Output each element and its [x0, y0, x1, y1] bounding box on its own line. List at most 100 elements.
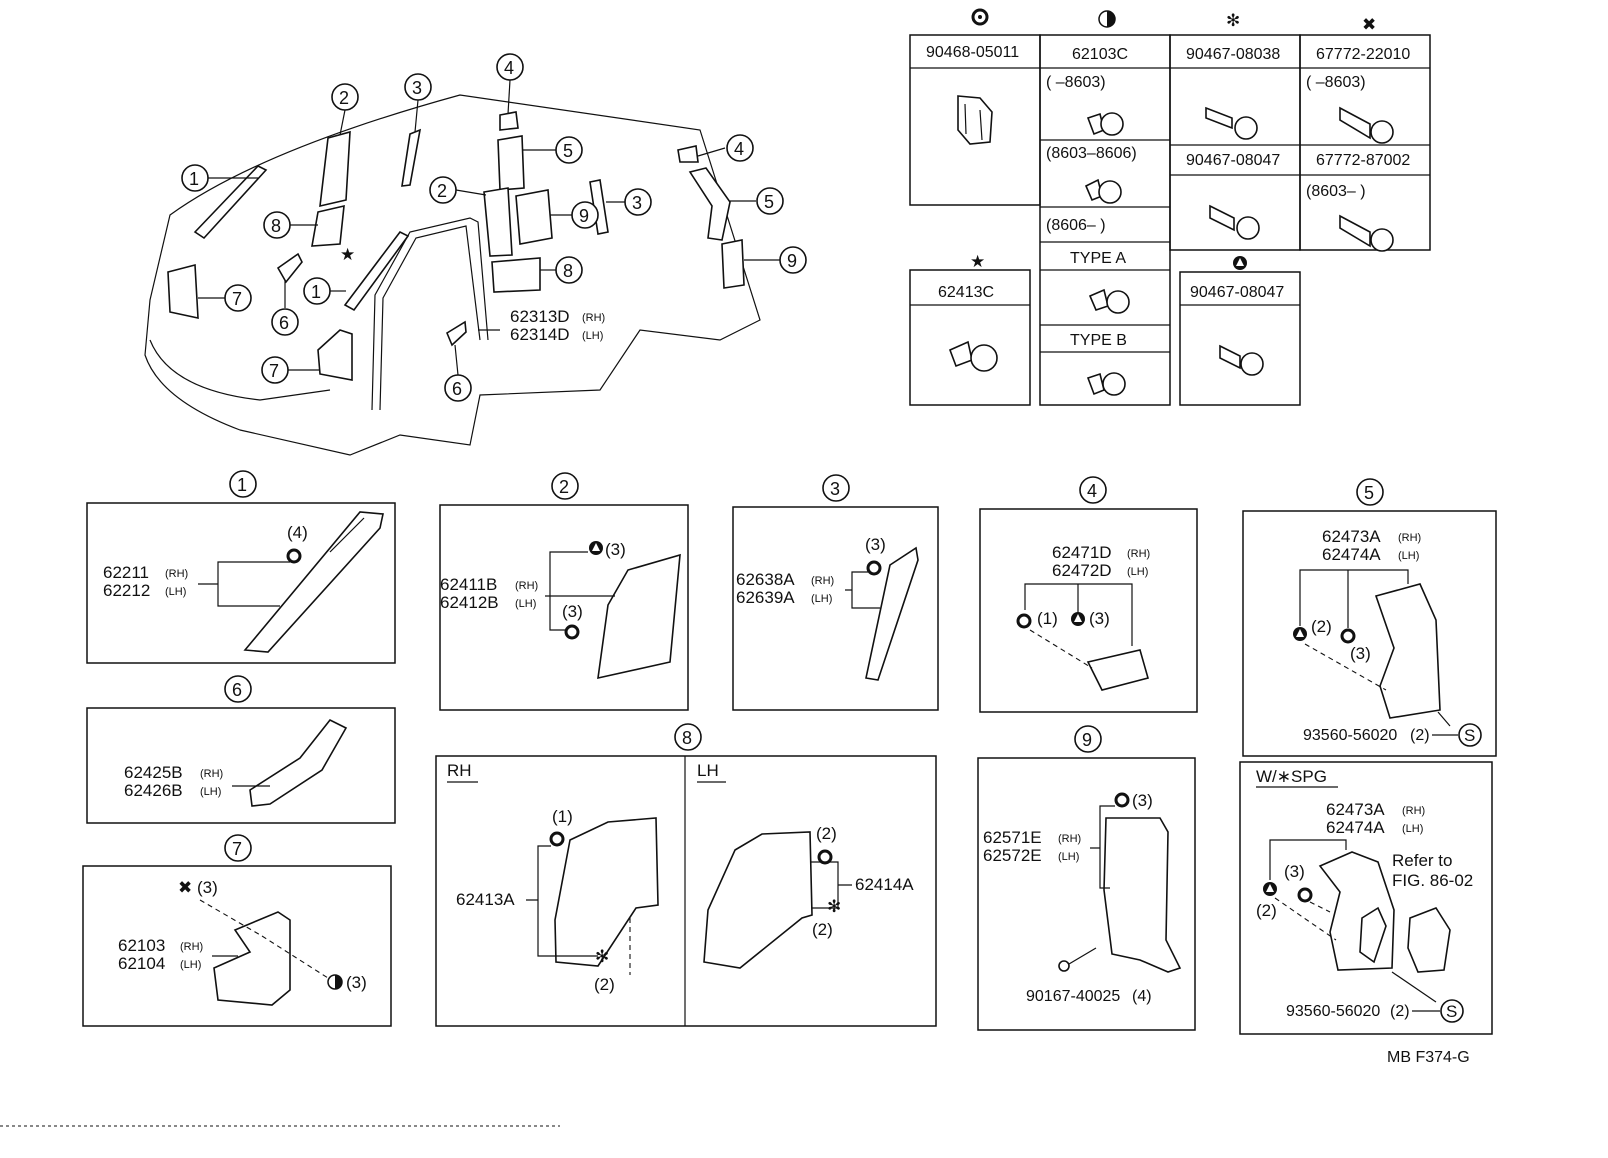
rear-trim-9: [721, 239, 745, 289]
svg-text:(LH): (LH): [515, 598, 536, 610]
clip-col2-drawing-3: [1088, 288, 1130, 314]
svg-text:(4): (4): [287, 523, 308, 542]
callout-3b: 3: [624, 188, 652, 216]
svg-text:S: S: [1464, 726, 1475, 745]
callout-4a: 4: [496, 53, 524, 81]
svg-text:(RH): (RH): [1127, 548, 1150, 560]
svg-text:(3): (3): [562, 602, 583, 621]
clip-col3-drawing-1: [1205, 106, 1258, 140]
svg-text:(LH): (LH): [165, 586, 186, 598]
svg-text:1: 1: [237, 475, 247, 495]
triangle-clip-icon: [1263, 882, 1277, 896]
panel-4: 4 62471D(RH) 62472D(LH) (1) (3): [979, 476, 1198, 713]
svg-text:3: 3: [412, 78, 422, 98]
svg-text:7: 7: [232, 839, 242, 859]
svg-text:93560-56020: 93560-56020: [1286, 1003, 1380, 1020]
triangle-clip-icon: [1293, 627, 1307, 641]
svg-text:4: 4: [1087, 481, 1097, 501]
spg-speaker-grille: [1407, 907, 1451, 973]
clip-col1-part: 90468-05011: [926, 44, 1019, 61]
callout-1b: 1: [303, 277, 331, 305]
quarter-trim-front-upper: [1374, 583, 1441, 719]
roof-side-garnish: [865, 546, 919, 681]
svg-text:90167-40025: 90167-40025: [1026, 988, 1120, 1005]
svg-text:62571E: 62571E: [983, 828, 1042, 847]
clip-symbol-cross-icon: ✖: [1362, 15, 1376, 34]
quarter-trim-lh: [703, 831, 813, 969]
svg-text:6: 6: [279, 313, 289, 333]
quarter-trim-8-front: [491, 257, 541, 293]
callout-5b: 5: [756, 187, 784, 215]
svg-text:(RH): (RH): [582, 312, 605, 324]
svg-text:(2): (2): [594, 975, 615, 994]
vehicle-bumper-line: [149, 339, 331, 401]
callout-6b: 6: [444, 374, 472, 402]
svg-text:62473A: 62473A: [1322, 527, 1381, 546]
svg-text:62638A: 62638A: [736, 570, 795, 589]
cowl-side-7-left: [167, 263, 199, 320]
quarter-trim-spg: [1318, 851, 1395, 971]
svg-text:(1): (1): [1037, 609, 1058, 628]
circle-dot-clip-icon: [564, 624, 580, 640]
clip-cell-star: [909, 269, 1031, 406]
panel-6: 6 62425B(RH) 62426B(LH): [86, 675, 396, 824]
clip-tri-part: 90467-08047: [1190, 284, 1284, 301]
half-circle-clip-icon: [327, 974, 343, 990]
panel-5b-title: W/∗SPG: [1256, 767, 1327, 786]
svg-text:62313D: 62313D: [510, 307, 570, 326]
svg-text:(LH): (LH): [811, 593, 832, 605]
svg-text:(3): (3): [605, 540, 626, 559]
svg-text:(2): (2): [1311, 617, 1332, 636]
clip-col4-part: 67772-22010: [1316, 46, 1410, 63]
clip-star-part: 62413C: [938, 284, 994, 301]
svg-text:62471D: 62471D: [1052, 543, 1112, 562]
clip-symbol-circle-dot-icon: [971, 8, 989, 26]
svg-text:1: 1: [189, 169, 199, 189]
center-pillar-garnish-lower: [597, 553, 681, 680]
vehicle-overview: ★ 1 2 3 4 5 2 9: [144, 53, 807, 456]
clip-col2-drawing-4: [1086, 372, 1126, 396]
callout-2b: 2: [429, 176, 457, 204]
svg-text:(LH): (LH): [1058, 851, 1079, 863]
clip-col2-type-b: TYPE B: [1070, 332, 1127, 349]
callout-6a: 6: [271, 308, 299, 336]
svg-text:(RH): (RH): [200, 768, 223, 780]
panel-2: 2 62411B(RH) 62412B(LH) (3) (3): [439, 472, 689, 711]
callout-8b: 8: [263, 211, 291, 239]
svg-text:6: 6: [452, 379, 462, 399]
fig-reference-text: FIG. 86-02: [1392, 871, 1473, 890]
clip-symbol-asterisk-icon: ✻: [1226, 11, 1240, 30]
svg-text:5: 5: [1364, 483, 1374, 503]
clip-col2-range2: (8603–8606): [1046, 145, 1137, 162]
svg-text:(LH): (LH): [180, 959, 201, 971]
svg-text:(2): (2): [1256, 901, 1277, 920]
svg-text:62103: 62103: [118, 936, 165, 955]
clip-col2-part: 62103C: [1072, 46, 1128, 63]
panel-3: 3 62638A(RH) 62639A(LH) (3): [732, 474, 939, 711]
svg-text:9: 9: [787, 251, 797, 271]
svg-text:(LH): (LH): [1127, 566, 1148, 578]
svg-text:(RH): (RH): [1402, 805, 1425, 817]
asterisk-clip-icon: ✻: [595, 947, 609, 966]
clip-col3-part: 90467-08038: [1186, 46, 1280, 63]
panel-8-rh-heading: RH: [447, 761, 472, 780]
svg-text:62572E: 62572E: [983, 846, 1042, 865]
svg-text:62413A: 62413A: [456, 890, 515, 909]
circle-dot-clip-icon: [549, 831, 565, 847]
svg-text:(1): (1): [552, 807, 573, 826]
svg-text:1: 1: [311, 282, 321, 302]
svg-text:3: 3: [830, 479, 840, 499]
clip-symbol-star-icon: ★: [970, 252, 985, 271]
svg-text:(2): (2): [816, 824, 837, 843]
svg-text:(RH): (RH): [165, 568, 188, 580]
svg-text:(3): (3): [1350, 644, 1371, 663]
quarter-trim-front: [497, 135, 525, 191]
triangle-clip-icon: [589, 541, 603, 555]
clip-tri-drawing: [1219, 344, 1264, 376]
circle-dot-clip-icon: [1297, 887, 1313, 903]
cowl-side-7-right: [317, 329, 353, 381]
svg-text:5: 5: [563, 141, 573, 161]
door-opening-trim: [371, 217, 489, 411]
panel-5: 5 62473A(RH) 62474A(LH) (2) (3) 93560-56…: [1242, 478, 1497, 757]
svg-text:62472D: 62472D: [1052, 561, 1112, 580]
